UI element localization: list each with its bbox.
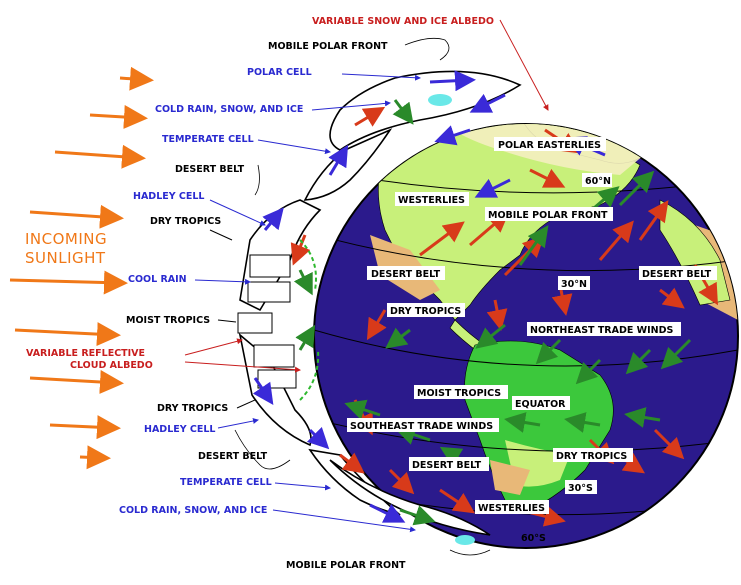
svg-text:DRY TROPICS: DRY TROPICS — [390, 306, 461, 317]
globe-label-desert-belt-s: DESERT BELT — [409, 457, 489, 471]
label-variable-snow-ice-albedo: VARIABLE SNOW AND ICE ALBEDO — [312, 16, 494, 27]
svg-text:MOIST TROPICS: MOIST TROPICS — [417, 388, 501, 399]
globe-label-30n: 30°N — [558, 276, 590, 290]
clouds — [237, 254, 297, 389]
label-desert-belt-left-top: DESERT BELT — [175, 164, 245, 175]
globe-label-mobile-polar-front: MOBILE POLAR FRONT — [485, 207, 613, 221]
svg-text:30°N: 30°N — [561, 279, 587, 290]
outer-labels: VARIABLE SNOW AND ICE ALBEDO MOBILE POLA… — [25, 16, 494, 571]
globe-label-desert-belt-nw: DESERT BELT — [367, 266, 445, 280]
label-desert-belt-left-bottom: DESERT BELT — [198, 451, 268, 462]
svg-text:SOUTHEAST TRADE WINDS: SOUTHEAST TRADE WINDS — [350, 421, 493, 432]
label-cloud-albedo: CLOUD ALBEDO — [70, 360, 153, 371]
svg-text:EQUATOR: EQUATOR — [515, 399, 566, 410]
globe-label-60n: 60°N — [582, 173, 612, 187]
globe-label-60s: 60°S — [521, 533, 546, 544]
svg-text:WESTERLIES: WESTERLIES — [478, 503, 545, 514]
label-variable-reflective: VARIABLE REFLECTIVE — [26, 348, 145, 359]
globe-label-desert-belt-ne: DESERT BELT — [639, 266, 717, 280]
label-polar-cell: POLAR CELL — [247, 67, 312, 78]
svg-text:DESERT BELT: DESERT BELT — [642, 269, 712, 280]
svg-text:NORTHEAST TRADE WINDS: NORTHEAST TRADE WINDS — [530, 325, 673, 336]
pointer-lines — [184, 19, 549, 533]
label-dry-tropics-left-top: DRY TROPICS — [150, 216, 221, 227]
label-temperate-cell-top: TEMPERATE CELL — [162, 134, 254, 145]
globe-label-moist-tropics: MOIST TROPICS — [414, 385, 508, 399]
globe-label-dry-tropics-n: DRY TROPICS — [387, 303, 465, 317]
globe-label-westerlies-n: WESTERLIES — [395, 192, 469, 206]
wind-arrows — [344, 125, 718, 527]
globe-labels: POLAR EASTERLIES 60°N WESTERLIES MOBILE … — [347, 137, 717, 544]
svg-text:MOBILE POLAR FRONT: MOBILE POLAR FRONT — [488, 210, 608, 221]
label-cold-rain-bottom: COLD RAIN, SNOW, AND ICE — [119, 505, 267, 516]
label-temperate-cell-bottom: TEMPERATE CELL — [180, 477, 272, 488]
label-cold-rain-top: COLD RAIN, SNOW, AND ICE — [155, 104, 303, 115]
label-dry-tropics-left-bottom: DRY TROPICS — [157, 403, 228, 414]
label-hadley-cell-bottom: HADLEY CELL — [144, 424, 216, 435]
label-hadley-cell-top: HADLEY CELL — [133, 191, 205, 202]
wavy-boundaries — [234, 37, 491, 556]
svg-text:DESERT BELT: DESERT BELT — [371, 269, 441, 280]
sunlight-arrows — [9, 66, 154, 470]
cell-arrows — [252, 70, 506, 526]
svg-text:DRY TROPICS: DRY TROPICS — [556, 451, 627, 462]
label-cool-rain: COOL RAIN — [128, 274, 187, 285]
svg-text:60°N: 60°N — [585, 176, 611, 187]
svg-text:DESERT BELT: DESERT BELT — [412, 460, 482, 471]
globe-label-westerlies-s: WESTERLIES — [475, 500, 549, 514]
label-incoming: INCOMING — [25, 230, 107, 248]
label-mobile-polar-front-top: MOBILE POLAR FRONT — [268, 41, 388, 52]
label-sunlight: SUNLIGHT — [25, 249, 106, 267]
svg-text:30°S: 30°S — [568, 483, 593, 494]
label-mobile-polar-front-bottom: MOBILE POLAR FRONT — [286, 560, 406, 571]
globe-label-dry-tropics-s: DRY TROPICS — [553, 448, 633, 462]
globe-label-se-trade-winds: SOUTHEAST TRADE WINDS — [347, 418, 499, 432]
globe-label-ne-trade-winds: NORTHEAST TRADE WINDS — [527, 322, 681, 336]
label-moist-tropics-left: MOIST TROPICS — [126, 315, 210, 326]
ice-patches — [428, 94, 475, 545]
globe-label-polar-easterlies: POLAR EASTERLIES — [494, 137, 606, 151]
globe-label-equator: EQUATOR — [512, 396, 570, 410]
svg-text:WESTERLIES: WESTERLIES — [398, 195, 465, 206]
svg-text:POLAR EASTERLIES: POLAR EASTERLIES — [498, 140, 601, 151]
globe-label-30s: 30°S — [565, 480, 597, 494]
